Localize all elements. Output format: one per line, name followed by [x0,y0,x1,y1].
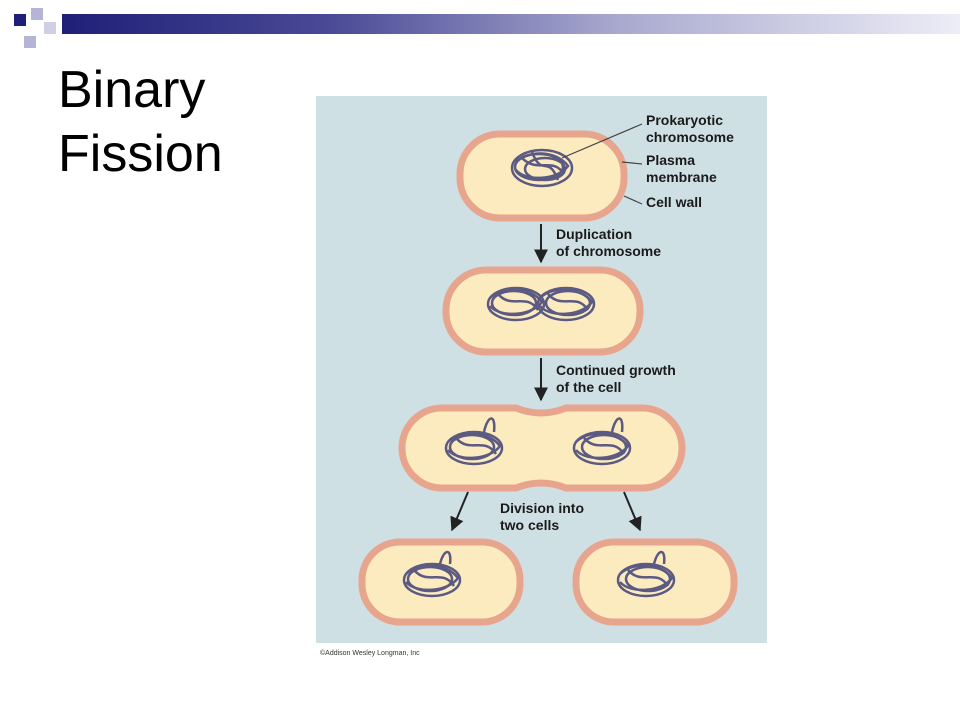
daughter-cell-right [572,538,738,626]
leader-line-cell-wall [623,195,643,205]
chromosome-dividing-right [572,417,632,466]
cell-dividing [398,404,686,492]
cell-duplicated [442,266,644,356]
header-square-light-3 [24,36,36,48]
label-plasma-membrane: Plasma membrane [646,152,717,186]
label-plasma-membrane-line-2: membrane [646,169,717,185]
header-gradient-bar [62,14,960,34]
header-square-light-1 [31,8,43,20]
leader-line-membrane [621,161,643,165]
slide-title-line-2: Fission [58,125,223,183]
leader-line-chromosome [561,123,643,159]
daughter-cell-left [358,538,524,626]
step-label-duplication-line-1: Duplication [556,226,633,242]
step-label-division: Division into two cells [500,500,584,534]
cell-original [456,130,628,222]
label-prokaryotic-chromosome-line-2: chromosome [646,129,734,145]
step-label-growth-line-1: Continued growth [556,362,676,378]
step-label-duplication-line-2: of chromosome [556,243,662,259]
label-prokaryotic-chromosome: Prokaryotic chromosome [646,112,734,146]
header-square-light-2 [44,22,56,34]
step-label-growth-line-2: of the cell [556,379,622,395]
step-label-duplication: Duplication of chromosome [556,226,661,260]
slide-title-line-1: Binary [58,61,206,119]
header-square-dark-1 [14,14,26,26]
chromosome-daughter-left [402,550,462,598]
chromosome-daughter-right [616,550,676,598]
figure-credit: ©Addison Wesley Longman, Inc [320,650,420,657]
step-label-division-line-1: Division into [500,500,584,516]
step-label-division-line-2: two cells [500,517,560,533]
slide-title: Binary Fission [58,58,298,186]
step-label-growth: Continued growth of the cell [556,362,676,396]
arrow-division-left [450,491,469,532]
figure-drawing [358,123,738,626]
arrow-division-right [623,491,642,532]
label-plasma-membrane-line-1: Plasma [646,152,696,168]
chromosome-duplicated [486,286,596,322]
chromosome-original [510,148,574,188]
label-cell-wall: Cell wall [646,194,703,210]
chromosome-dividing-left [444,417,504,466]
binary-fission-figure: Prokaryotic chromosome Plasma membrane C… [316,96,767,643]
label-prokaryotic-chromosome-line-1: Prokaryotic [646,112,724,128]
